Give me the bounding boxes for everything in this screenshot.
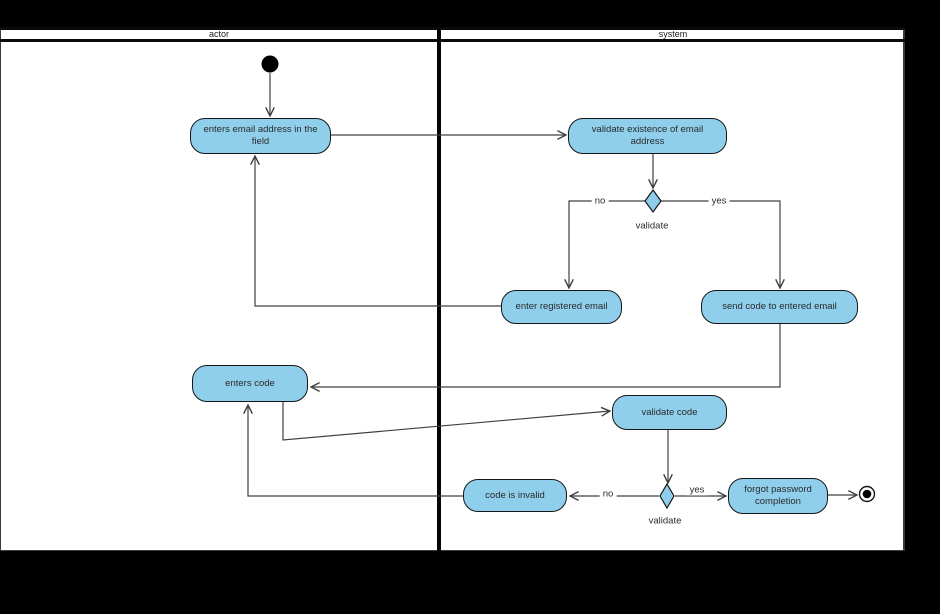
swimlane-header-bottom-rule [0,39,905,42]
activity-label: validate existence of email address [591,124,704,147]
swimlane-header-top-rule [0,27,905,30]
activity-label: enters code [225,377,275,389]
activity-code-invalid: code is invalid [463,479,567,512]
swimlane-divider [437,27,441,551]
edge-enters-code-to-validate-code [282,402,610,441]
edge-enter-registered-to-enters-email [255,156,501,307]
activity-label: code is invalid [485,489,545,501]
activity-label: forgot password completion [744,484,812,507]
activity-enter-registered-email: enter registered email [501,290,622,324]
diagram-canvas [0,27,905,551]
edge-decision1-yes-to-send-code [661,200,780,288]
activity-enters-code: enters code [192,365,308,402]
swimlane-label-actor: actor [208,29,229,39]
decision2-diamond [659,482,675,510]
edge-decision1-no-to-enter-registered [569,200,645,288]
activity-forgot-password-completion: forgot password completion [728,478,828,514]
decision1-no-label: no [591,195,609,207]
activity-validate-existence: validate existence of email address [568,118,727,154]
activity-label: enter registered email [515,301,608,313]
swimlane-label-system: system [658,29,688,39]
activity-label: validate code [641,406,698,418]
activity-label: enters email address in the field [203,124,318,147]
activity-label: send code to entered email [722,301,837,313]
activity-enters-email: enters email address in the field [190,118,331,154]
decision1-guard-label: validate [635,220,669,232]
decision2-yes-label: yes [686,484,708,496]
activity-validate-code: validate code [612,395,727,430]
initial-node [261,55,279,73]
edge-code-invalid-to-enters-code [248,405,463,497]
decision1-yes-label: yes [708,195,730,207]
decision2-no-label: no [599,488,617,500]
decision2-guard-label: validate [648,515,682,527]
activity-send-code: send code to entered email [701,290,858,324]
edge-send-code-to-enters-code [311,324,781,387]
final-node-inner [862,489,872,499]
decision1-diamond [644,188,662,214]
